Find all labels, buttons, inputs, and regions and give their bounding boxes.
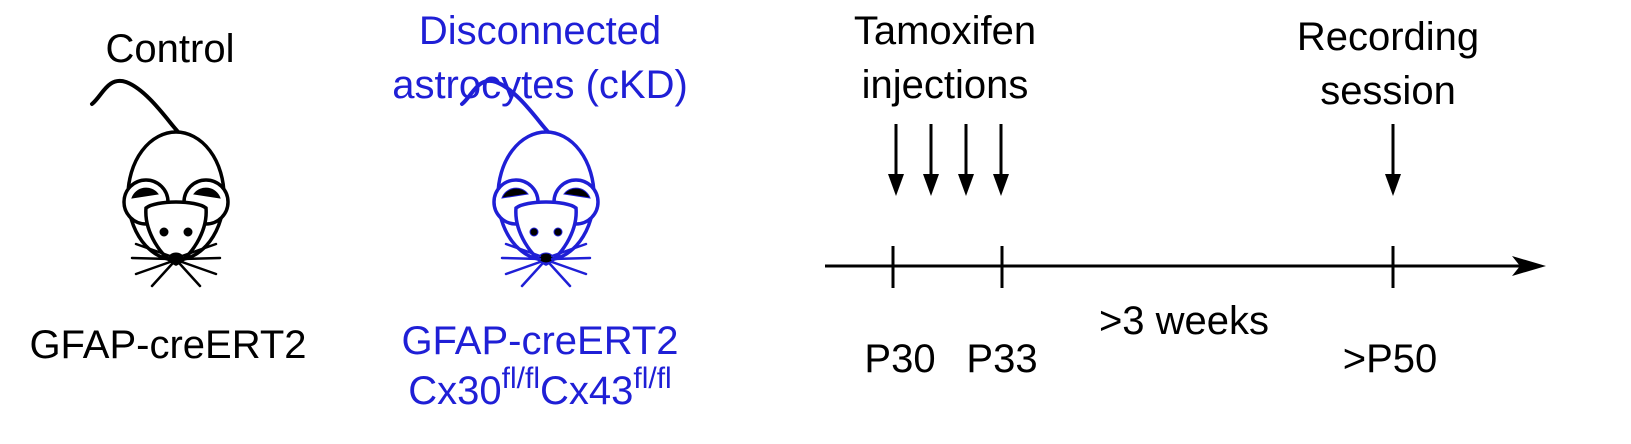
ckd-genotype-line1: GFAP-creERT2 — [401, 319, 679, 363]
recording-label-line1: Recording — [1296, 15, 1480, 59]
tick-label-p30: P30 — [864, 337, 936, 381]
control-title: Control — [105, 27, 235, 71]
injection-arrow-2 — [923, 124, 939, 196]
ckd-genotype-line2: Cx30fl/flCx43fl/fl — [408, 363, 671, 414]
recording-label-line2: session — [1320, 69, 1456, 113]
tick-label-p33: P33 — [966, 337, 1038, 381]
tamoxifen-label-line2: injections — [861, 63, 1029, 107]
interval-label: >3 weeks — [1098, 299, 1270, 343]
ckd-genotype-cx43-sup: fl/fl — [633, 361, 672, 395]
ckd-mouse-icon — [460, 78, 600, 288]
injection-arrows — [888, 124, 1401, 196]
timeline-arrowhead — [1512, 256, 1546, 276]
control-genotype: GFAP-creERT2 — [29, 323, 307, 367]
recording-arrow — [1385, 124, 1401, 196]
ckd-genotype-cx30: Cx30 — [408, 369, 502, 413]
timeline-axis — [825, 246, 1546, 288]
injection-arrow-1 — [888, 124, 904, 196]
injection-arrow-3 — [958, 124, 974, 196]
tamoxifen-label-line1: Tamoxifen — [853, 9, 1037, 53]
tick-label-p50: >P50 — [1342, 337, 1438, 381]
ckd-genotype-cx43: Cx43 — [540, 369, 634, 413]
injection-arrow-4 — [993, 124, 1009, 196]
ckd-title-line1: Disconnected — [418, 9, 662, 53]
control-mouse-icon — [90, 78, 230, 288]
ckd-title-line2: astrocytes (cKD) — [392, 63, 688, 107]
ckd-genotype-cx30-sup: fl/fl — [501, 361, 540, 395]
